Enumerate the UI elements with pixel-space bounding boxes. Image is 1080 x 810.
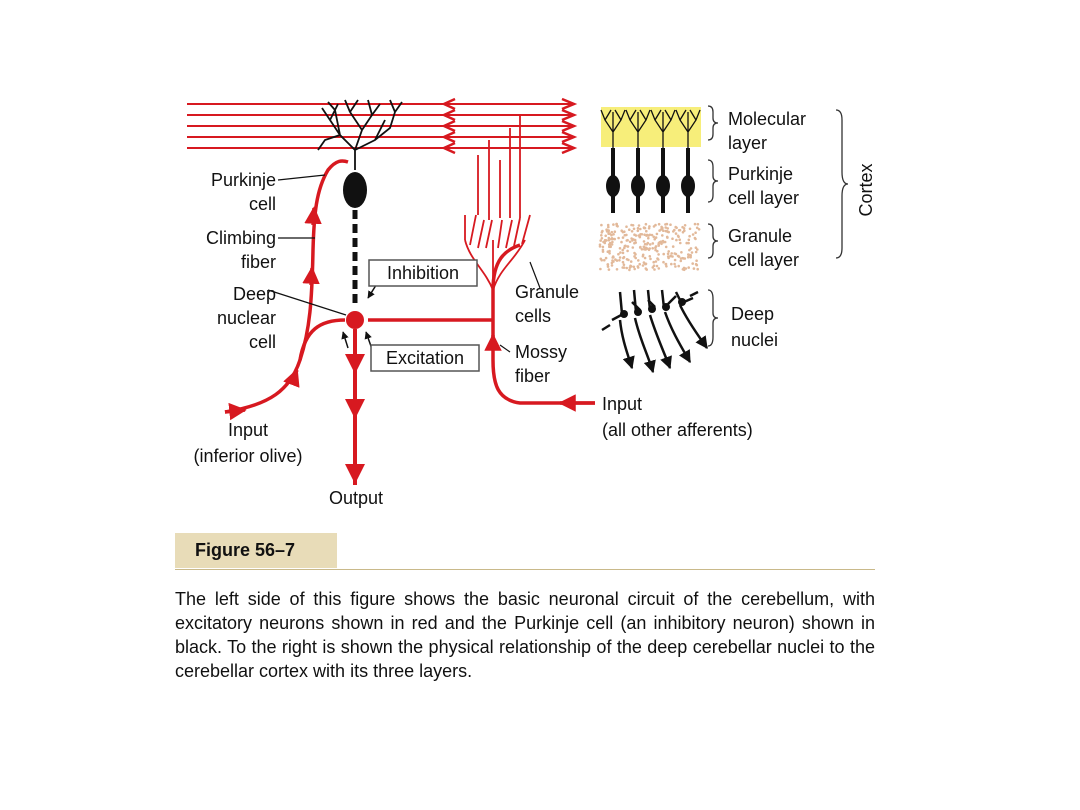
climbing-collateral (298, 318, 346, 361)
input-left-line2: (inferior olive) (193, 446, 302, 466)
purkinje-cell-layer (606, 148, 695, 213)
output-label: Output (329, 488, 383, 508)
inhibition-label: Inhibition (387, 263, 459, 283)
input-right-line1: Input (602, 394, 642, 414)
deep-label-line3: cell (249, 332, 276, 352)
figure-caption: The left side of this figure shows the b… (175, 589, 875, 681)
input-right-line2: (all other afferents) (602, 420, 753, 440)
inhibition-box (368, 259, 478, 287)
purkinje-label-line2: cell (249, 194, 276, 214)
deep-label-line2: nuclear (217, 308, 276, 328)
deep-nuclei-label-line2: nuclei (731, 330, 778, 350)
caption-header: Figure 56–7 (175, 533, 875, 570)
granule-layer-label-line1: Granule (728, 226, 792, 246)
granule-layer-label-line2: cell layer (728, 250, 799, 270)
purkinje-dendrites (317, 99, 403, 170)
cortex-label: Cortex (856, 163, 876, 216)
climbing-label-line1: Climbing (206, 228, 276, 248)
granule-label-line2: cells (515, 306, 551, 326)
deep-nuclei (601, 289, 709, 374)
input-left-line1: Input (228, 420, 268, 440)
molecular-label-line1: Molecular (728, 109, 806, 129)
mossy-label-line2: fiber (515, 366, 550, 386)
molecular-dendrites (600, 109, 701, 150)
purkinje-cell-body (343, 172, 367, 208)
excitation-label: Excitation (386, 348, 464, 368)
purkinje-layer-label-line2: cell layer (728, 188, 799, 208)
purkinje-label-line1: Purkinje (211, 170, 276, 190)
climbing-label-line2: fiber (241, 252, 276, 272)
granule-cell-layer (598, 222, 701, 272)
deep-nuclear-cell (346, 311, 364, 329)
figure-number: Figure 56–7 (175, 533, 337, 568)
excitation-box (370, 344, 480, 372)
deep-label-line1: Deep (233, 284, 276, 304)
mossy-fiber (368, 243, 595, 405)
purkinje-layer-label-line1: Purkinje (728, 164, 793, 184)
mossy-label-line1: Mossy (515, 342, 567, 362)
granule-label-line1: Granule (515, 282, 579, 302)
deep-nuclei-label-line1: Deep (731, 304, 774, 324)
molecular-label-line2: layer (728, 133, 767, 153)
granule-cells (464, 115, 531, 291)
